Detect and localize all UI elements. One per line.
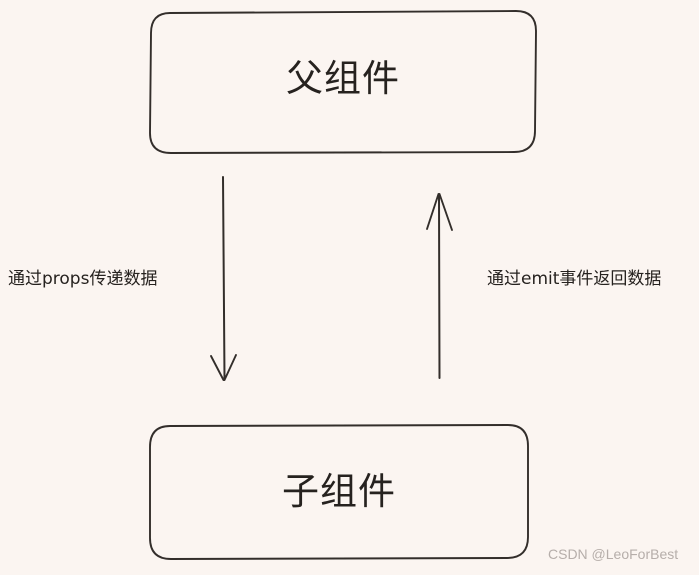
parent-component-box[interactable] [149, 10, 537, 154]
emit-arrow[interactable] [426, 193, 453, 379]
props-edge-label: 通过props传递数据 [8, 269, 158, 289]
emit-edge-label: 通过emit事件返回数据 [487, 269, 662, 289]
parent-component-label: 父组件 [286, 57, 400, 100]
child-component-box[interactable] [149, 424, 529, 560]
props-arrow[interactable] [210, 176, 237, 381]
watermark-text: CSDN @LeoForBest [548, 546, 679, 562]
child-component-label: 子组件 [282, 470, 396, 513]
